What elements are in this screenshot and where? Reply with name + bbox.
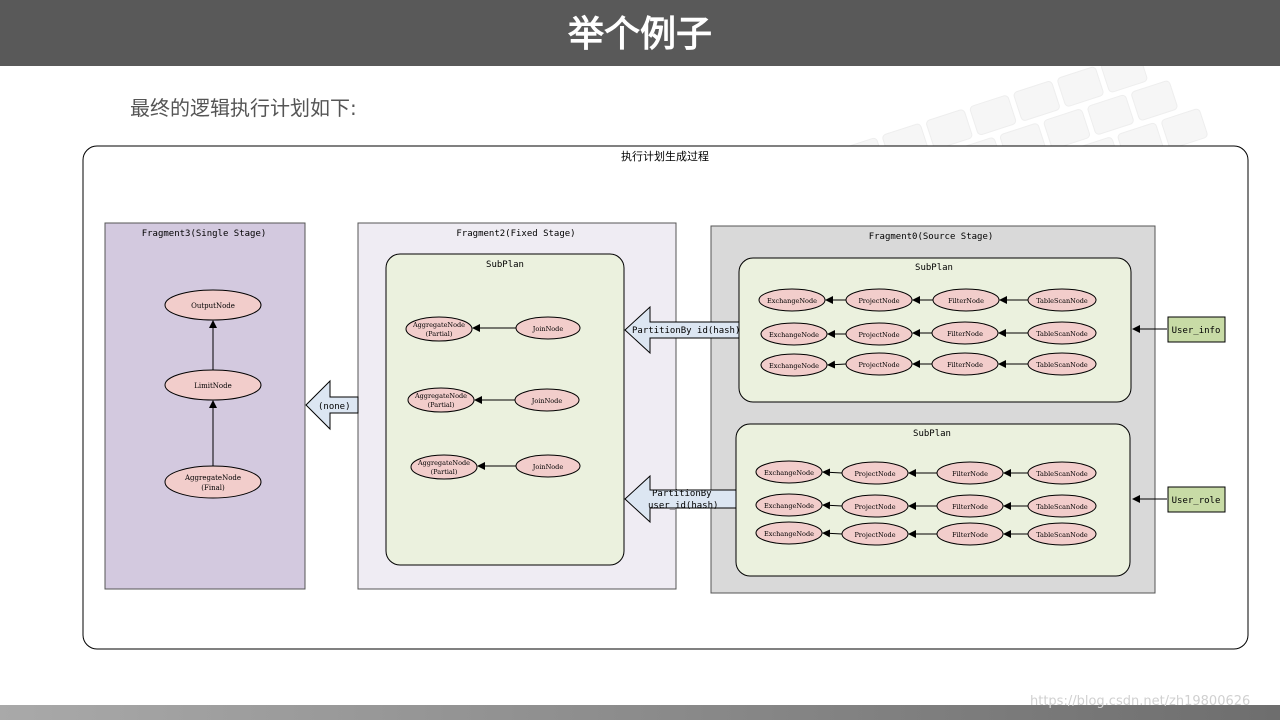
filter-node-label: FilterNode <box>947 330 983 338</box>
edge <box>827 360 847 369</box>
exchange-node-label: ExchangeNode <box>764 502 814 510</box>
table-scan-node-label: TableScanNode <box>1036 470 1088 478</box>
block-arrow-partition-id-label: PartitionBy id(hash) <box>632 326 740 336</box>
edge <box>822 468 843 477</box>
edge <box>822 501 843 510</box>
table-scan-node-label: TableScanNode <box>1036 531 1088 539</box>
filter-node-label: FilterNode <box>952 503 988 511</box>
exchange-node <box>755 460 823 484</box>
project-node-label: ProjectNode <box>854 503 895 511</box>
subplan-b-row-2: ExchangeNode ProjectNode FilterNode Tabl… <box>755 493 1097 518</box>
block-arrow-partition-user-id-label-1: PartitionBy <box>652 489 712 499</box>
exchange-node-label: ExchangeNode <box>767 297 817 305</box>
project-node-label: ProjectNode <box>858 297 899 305</box>
join-node-label: JoinNode <box>531 397 563 405</box>
exchange-node <box>755 521 823 545</box>
watermark: https://blog.csdn.net/zh19800626 <box>1030 694 1251 709</box>
source-user-role-label: User_role <box>1172 496 1221 506</box>
source-user-info-label: User_info <box>1172 326 1221 336</box>
fragment0-label: Fragment0(Source Stage) <box>869 232 994 242</box>
fragment2-label: Fragment2(Fixed Stage) <box>456 229 575 239</box>
block-arrow-none <box>305 379 359 431</box>
aggregate-partial-label: AggregateNode <box>412 321 465 329</box>
subplan-b-label: SubPlan <box>913 429 951 439</box>
fragment2-row-2: AggregateNode (Partial) JoinNode <box>407 387 580 413</box>
output-node-label: OutputNode <box>191 302 235 310</box>
exchange-node-label: ExchangeNode <box>769 331 819 339</box>
aggregate-partial-sublabel: (Partial) <box>426 330 453 338</box>
table-scan-node-label: TableScanNode <box>1036 503 1088 511</box>
block-arrow-partition-id <box>624 305 740 355</box>
aggregate-final-node <box>164 465 262 499</box>
subplan-a-row-2: ExchangeNode ProjectNode FilterNode Tabl… <box>760 321 1097 346</box>
join-node-label: JoinNode <box>532 325 564 333</box>
exchange-node-label: ExchangeNode <box>764 469 814 477</box>
exchange-node-label: ExchangeNode <box>769 362 819 370</box>
project-node-label: ProjectNode <box>854 470 895 478</box>
fragment2-row-1: AggregateNode (Partial) JoinNode <box>405 316 581 342</box>
subplan-a-label: SubPlan <box>915 263 953 273</box>
filter-node-label: FilterNode <box>947 361 983 369</box>
fragment3-label: Fragment3(Single Stage) <box>142 229 267 239</box>
filter-node-label: FilterNode <box>948 297 984 305</box>
filter-node-label: FilterNode <box>952 531 988 539</box>
block-arrow-none-label: (none) <box>318 402 351 412</box>
exchange-node <box>755 493 823 517</box>
exchange-node-label: ExchangeNode <box>764 530 814 538</box>
fragment2-row-3: AggregateNode (Partial) JoinNode <box>410 454 581 480</box>
source-user-role <box>1167 486 1226 513</box>
aggregate-partial-label: AggregateNode <box>414 392 467 400</box>
subtitle: 最终的逻辑执行计划如下: <box>130 96 357 120</box>
title-bar: 举个例子 <box>0 0 1280 66</box>
filter-node-label: FilterNode <box>952 470 988 478</box>
aggregate-partial-label: AggregateNode <box>417 459 470 467</box>
footer-bar <box>0 705 1280 720</box>
subplan-a-row-1: ExchangeNode ProjectNode FilterNode Tabl… <box>758 288 1097 312</box>
exchange-node <box>760 353 828 377</box>
aggregate-partial-sublabel: (Partial) <box>428 401 455 409</box>
project-node-label: ProjectNode <box>858 331 899 339</box>
table-scan-node-label: TableScanNode <box>1036 361 1088 369</box>
aggregate-final-label: AggregateNode <box>184 474 241 482</box>
fragment2-subplan-label: SubPlan <box>486 260 524 270</box>
aggregate-partial-sublabel: (Partial) <box>431 468 458 476</box>
subplan-a-row-3: ExchangeNode ProjectNode FilterNode Tabl… <box>760 352 1097 377</box>
source-user-info <box>1167 316 1226 343</box>
block-arrow-partition-user-id-label-2: user_id(hash) <box>648 501 718 511</box>
table-scan-node-label: TableScanNode <box>1036 330 1088 338</box>
join-node-label: JoinNode <box>532 463 564 471</box>
limit-node-label: LimitNode <box>194 382 232 390</box>
page-title: 举个例子 <box>567 14 712 55</box>
fragment3-box <box>104 222 306 590</box>
table-scan-node-label: TableScanNode <box>1036 297 1088 305</box>
aggregate-final-sublabel: (Final) <box>201 484 225 492</box>
subplan-b-row-1: ExchangeNode ProjectNode FilterNode Tabl… <box>755 460 1097 485</box>
subplan-b-row-3: ExchangeNode ProjectNode FilterNode Tabl… <box>755 521 1097 546</box>
project-node-label: ProjectNode <box>854 531 895 539</box>
diagram-title: 执行计划生成过程 <box>621 149 709 163</box>
project-node-label: ProjectNode <box>858 361 899 369</box>
block-arrow-partition-user-id <box>624 474 737 524</box>
edge <box>822 529 843 538</box>
